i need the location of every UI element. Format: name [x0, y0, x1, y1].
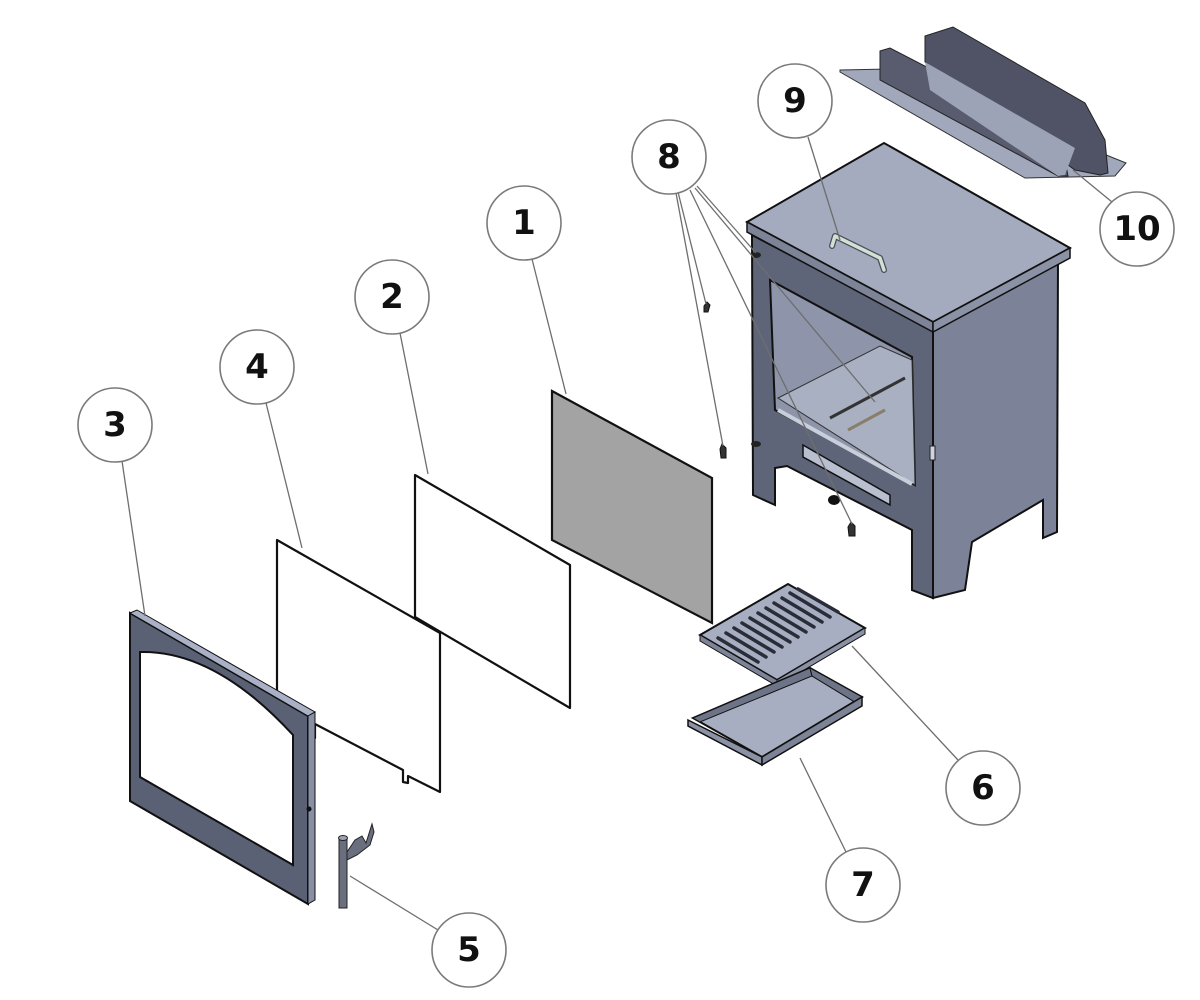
stove-handle-highlight [830, 234, 886, 272]
leader-4 [265, 402, 303, 549]
leader-7 [799, 757, 847, 853]
callout-3-circle [77, 387, 153, 463]
stove-hinge-bottom [751, 441, 761, 447]
callout-8-label: 8 [657, 137, 681, 177]
latch-shaft [338, 837, 348, 909]
fixings-part [703, 301, 856, 537]
leader-8c [689, 189, 853, 525]
grate-slot [796, 587, 840, 614]
stove-body-part [744, 141, 1073, 600]
callout-5-circle [431, 912, 507, 988]
callout-5-label: 5 [457, 930, 481, 970]
stove-grate-bar-1 [829, 376, 906, 420]
grate-slot [748, 616, 792, 644]
callout-6-label: 6 [971, 768, 995, 808]
leader-10 [1072, 169, 1113, 203]
grate-slot [788, 591, 832, 619]
door-frame-side [307, 711, 316, 905]
latch-hook [346, 822, 375, 861]
grate-slots [716, 587, 840, 664]
leader-8a [677, 191, 707, 305]
callout-4: 4 [219, 329, 295, 405]
callout-5: 5 [431, 912, 507, 988]
ash-pan-side-lip [761, 695, 863, 767]
callout-7-label: 7 [851, 865, 875, 905]
door-frame-hinge-point [306, 806, 312, 812]
grate-slot [740, 621, 784, 649]
glass-panel-part [413, 473, 572, 710]
leader-3 [121, 460, 146, 617]
callout-8: 8 [631, 119, 707, 195]
callout-2: 2 [354, 259, 430, 335]
callout-4-circle [219, 329, 295, 405]
stove-air-vent [802, 443, 891, 507]
grate-slot [716, 636, 760, 664]
leader-8d [694, 187, 876, 403]
callout-6: 6 [945, 750, 1021, 826]
door-frame-part [128, 609, 317, 906]
door-latch-part [338, 822, 375, 909]
callout-2-label: 2 [380, 277, 404, 317]
grate-slot [772, 601, 816, 629]
leader-6 [851, 645, 959, 761]
grate-slot [724, 631, 768, 659]
stove-latch-keep [929, 445, 936, 461]
callout-3-label: 3 [103, 405, 127, 445]
callout-10: 10 [1099, 191, 1175, 267]
baffle-plate-part [839, 26, 1127, 179]
callout-6-circle [945, 750, 1021, 826]
grate-slot [780, 596, 824, 624]
leader-lines [121, 136, 1113, 931]
leader-5 [349, 875, 439, 931]
latch-shaft-cap [338, 835, 348, 841]
callout-3: 3 [77, 387, 153, 463]
grate-slot [756, 611, 800, 639]
callout-10-label: 10 [1113, 209, 1160, 249]
leader-1 [531, 258, 567, 395]
callout-1-label: 1 [512, 203, 536, 243]
leader-2 [399, 332, 429, 475]
callout-1-circle [486, 185, 562, 261]
callout-2-circle [354, 259, 430, 335]
callout-9-circle [757, 63, 833, 139]
stove-interior-lip [777, 408, 913, 486]
callout-7: 7 [825, 847, 901, 923]
door-frame-window [139, 650, 294, 867]
callout-1: 1 [486, 185, 562, 261]
callout-9: 9 [757, 63, 833, 139]
fixing-clip-3 [847, 521, 856, 537]
fixing-clip-2 [719, 443, 727, 459]
stove-side-panel [932, 256, 1060, 600]
stove-grate-bar-2 [847, 408, 886, 432]
stove-hinge-top [751, 252, 761, 258]
grate-slot [764, 606, 808, 634]
callout-8-circle [631, 119, 707, 195]
leader-9 [807, 136, 841, 241]
stove-interior-floor [776, 345, 916, 486]
rear-fire-panel-part [550, 389, 714, 625]
leader-8b [675, 192, 724, 447]
callout-9-label: 9 [783, 81, 807, 121]
ash-pan-part [687, 666, 864, 767]
stove-top-edge-side [932, 246, 1071, 334]
fixing-clip-1 [703, 301, 711, 313]
callout-7-circle [825, 847, 901, 923]
callout-10-circle [1099, 191, 1175, 267]
grate-slot [732, 626, 776, 654]
callout-4-label: 4 [245, 347, 269, 387]
stove-air-control-knob [828, 495, 840, 505]
leader-8e [696, 185, 757, 254]
baffle-channel [925, 62, 1075, 176]
grate-part [698, 582, 867, 687]
